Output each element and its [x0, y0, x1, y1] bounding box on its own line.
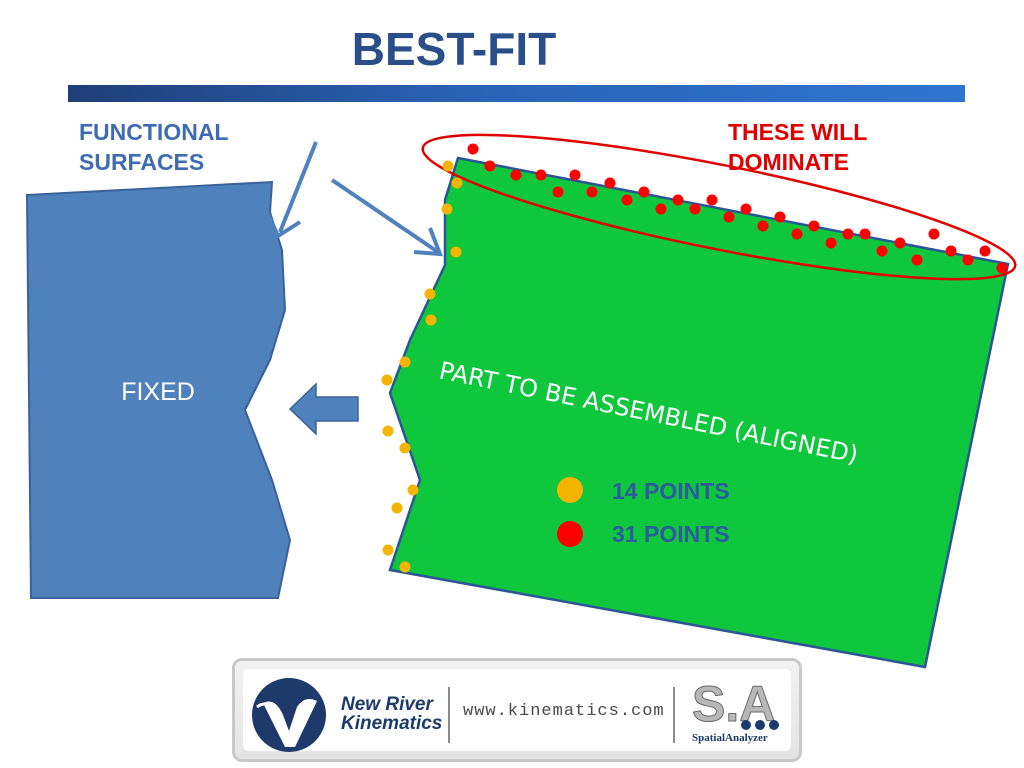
red-point — [842, 228, 854, 240]
yellow-point — [382, 544, 394, 556]
yellow-point — [391, 502, 403, 514]
red-point — [808, 220, 820, 232]
legend-red-marker — [557, 521, 583, 547]
red-point — [552, 186, 564, 198]
yellow-point — [442, 160, 454, 172]
fixed-part-shape — [25, 180, 292, 599]
footer-divider — [673, 687, 675, 743]
yellow-point — [441, 203, 453, 215]
website-link[interactable]: www.kinematics.com — [463, 702, 665, 721]
title-underline-bar — [68, 85, 965, 102]
yellow-point — [399, 356, 411, 368]
red-point — [655, 203, 667, 215]
red-point — [757, 220, 769, 232]
red-point — [672, 194, 684, 206]
yellow-point — [425, 314, 437, 326]
red-point — [825, 237, 837, 249]
yellow-point — [399, 561, 411, 573]
red-point — [996, 262, 1008, 274]
red-point — [621, 194, 633, 206]
dominate-label: THESE WILL DOMINATE — [728, 119, 868, 175]
red-point — [604, 177, 616, 189]
red-point — [774, 211, 786, 223]
red-point — [535, 169, 547, 181]
yellow-point — [451, 177, 463, 189]
red-point — [945, 245, 957, 257]
slide-title: BEST-FIT — [351, 23, 557, 75]
red-point — [979, 245, 991, 257]
footer-divider — [448, 687, 450, 743]
red-point — [859, 228, 871, 240]
yellow-point — [450, 246, 462, 258]
nrk-logo-icon — [252, 678, 326, 752]
sa-product-name: SpatialAnalyzer — [692, 732, 768, 744]
yellow-point — [381, 374, 393, 386]
red-point — [467, 143, 479, 155]
fixed-part-label: FIXED — [121, 378, 195, 406]
dominate-highlight-ellipse — [421, 133, 1017, 281]
move-direction-arrow — [288, 382, 359, 436]
legend-yellow-marker — [557, 477, 583, 503]
legend-red-label: 31 POINTS — [612, 521, 730, 547]
footer-logo-inner: New River Kinematics www.kinematics.com … — [243, 669, 791, 752]
red-point — [484, 160, 496, 172]
footer-logo-bar: New River Kinematics www.kinematics.com … — [232, 658, 802, 762]
yellow-points-group — [381, 160, 463, 573]
legend-yellow-label: 14 POINTS — [612, 478, 730, 504]
pointer-arrow-to-fixed — [265, 141, 318, 239]
assembled-part-shape — [388, 156, 1010, 669]
spatial-analyzer-logo-icon: S.A SpatialAnalyzer — [692, 676, 779, 744]
red-point — [638, 186, 650, 198]
red-point — [791, 228, 803, 240]
red-points-group — [467, 143, 1008, 274]
red-point — [569, 169, 581, 181]
yellow-point — [382, 425, 394, 437]
red-point — [723, 211, 735, 223]
yellow-point — [399, 442, 411, 454]
red-point — [911, 254, 923, 266]
red-point — [894, 237, 906, 249]
functional-surfaces-label: FUNCTIONAL SURFACES — [79, 119, 229, 175]
pointer-arrow-to-part — [330, 178, 444, 257]
nrk-company-name: New River Kinematics — [341, 694, 443, 734]
yellow-point — [424, 288, 436, 300]
red-point — [510, 169, 522, 181]
red-point — [689, 203, 701, 215]
red-point — [962, 254, 974, 266]
red-point — [928, 228, 940, 240]
red-point — [876, 245, 888, 257]
red-point — [706, 194, 718, 206]
red-point — [586, 186, 598, 198]
red-point — [740, 203, 752, 215]
yellow-point — [407, 484, 419, 496]
